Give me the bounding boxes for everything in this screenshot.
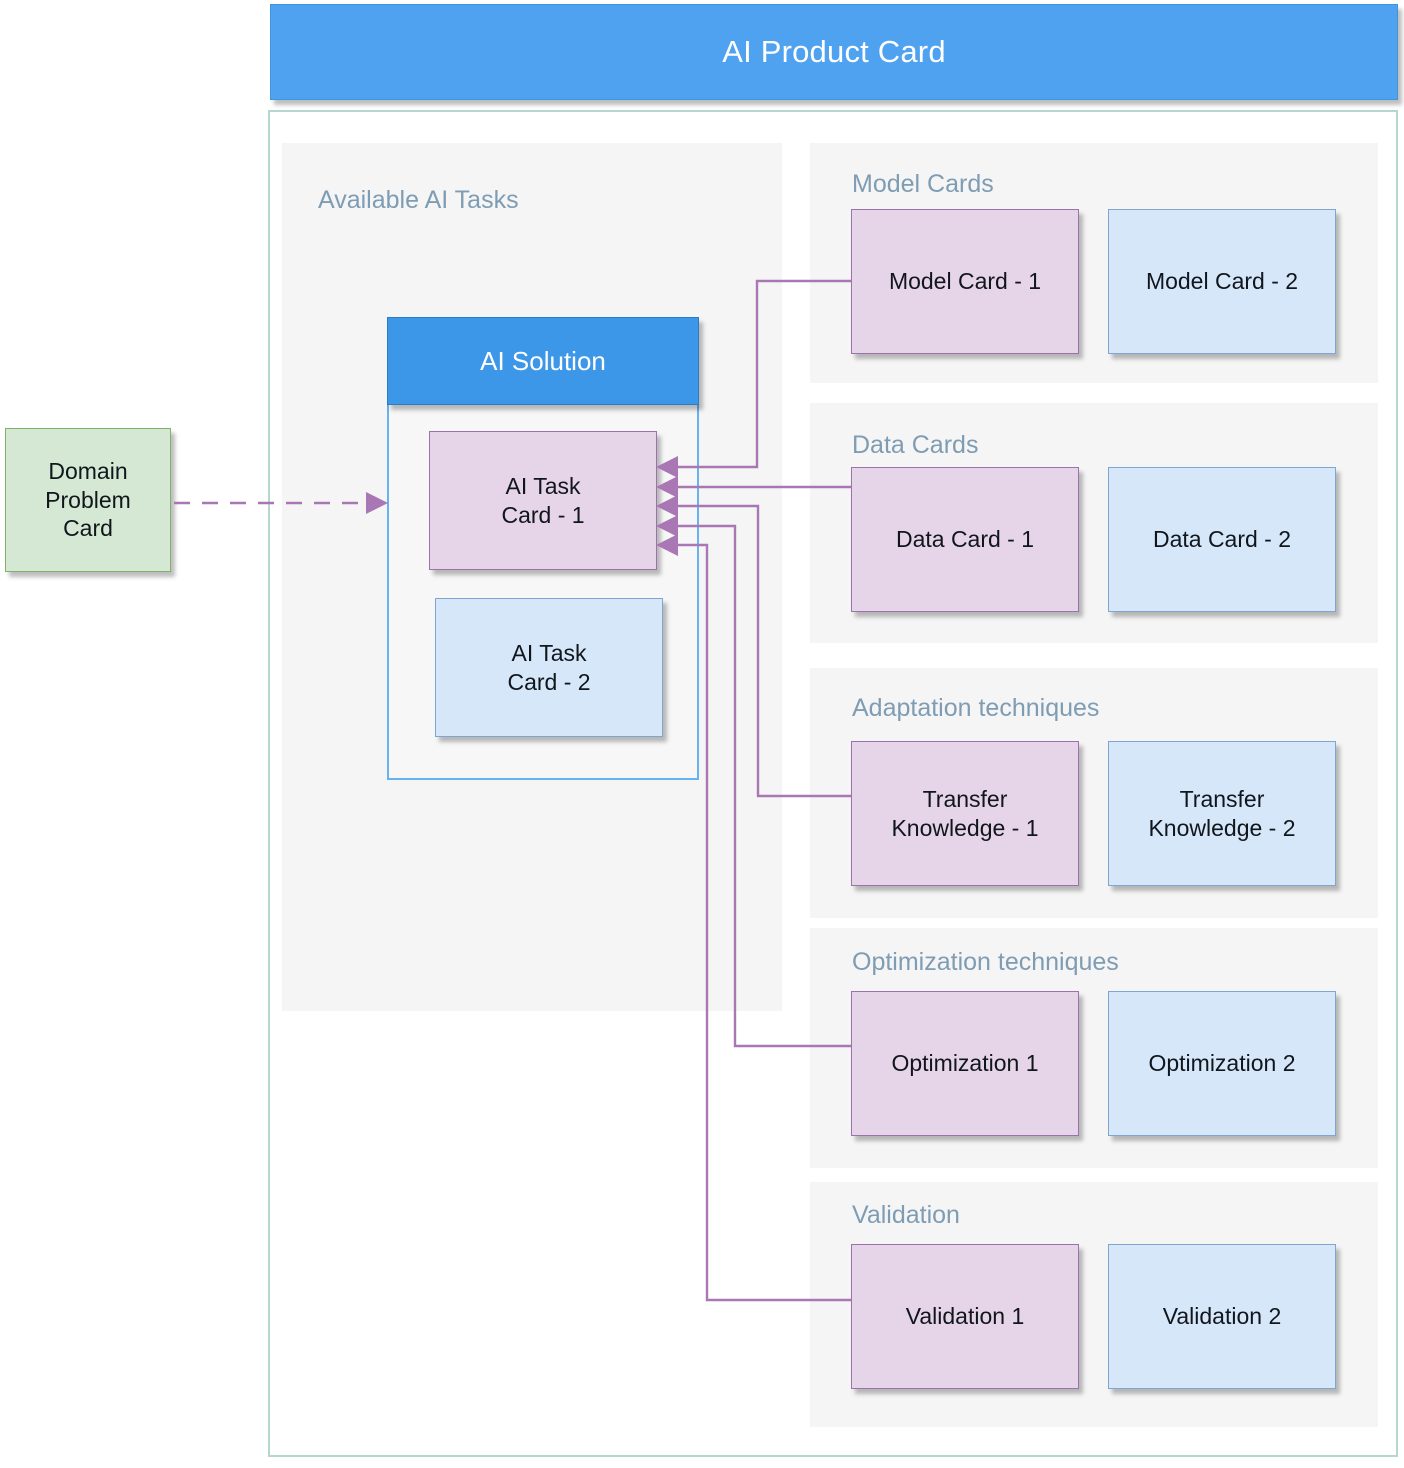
optimization-card-1[interactable]: Optimization 1 — [851, 991, 1079, 1136]
model-cards-title: Model Cards — [852, 170, 994, 198]
data-card-2-label: Data Card - 2 — [1152, 526, 1292, 553]
data-card-2[interactable]: Data Card - 2 — [1108, 467, 1336, 612]
validation-title: Validation — [852, 1201, 960, 1229]
validation-card-1[interactable]: Validation 1 — [851, 1244, 1079, 1389]
optimization-card-2[interactable]: Optimization 2 — [1108, 991, 1336, 1136]
data-card-1[interactable]: Data Card - 1 — [851, 467, 1079, 612]
optimization-card-1-label: Optimization 1 — [891, 1050, 1039, 1077]
validation-card-2-label: Validation 2 — [1162, 1303, 1282, 1330]
validation-card-2[interactable]: Validation 2 — [1108, 1244, 1336, 1389]
model-card-1-label: Model Card - 1 — [888, 268, 1042, 295]
ai-product-card-title-bar: AI Product Card — [270, 4, 1398, 100]
data-cards-title: Data Cards — [852, 431, 979, 459]
validation-card-1-label: Validation 1 — [905, 1303, 1025, 1330]
page-title: AI Product Card — [722, 34, 946, 69]
optimization-techniques-title: Optimization techniques — [852, 948, 1119, 976]
ai-solution-header: AI Solution — [387, 317, 699, 405]
adaptation-techniques-title: Adaptation techniques — [852, 694, 1100, 722]
model-card-2[interactable]: Model Card - 2 — [1108, 209, 1336, 354]
model-card-2-label: Model Card - 2 — [1145, 268, 1299, 295]
data-card-1-label: Data Card - 1 — [895, 526, 1035, 553]
model-card-1[interactable]: Model Card - 1 — [851, 209, 1079, 354]
available-ai-tasks-label: Available AI Tasks — [318, 186, 519, 214]
ai-solution-title: AI Solution — [480, 345, 606, 376]
optimization-card-2-label: Optimization 2 — [1148, 1050, 1296, 1077]
